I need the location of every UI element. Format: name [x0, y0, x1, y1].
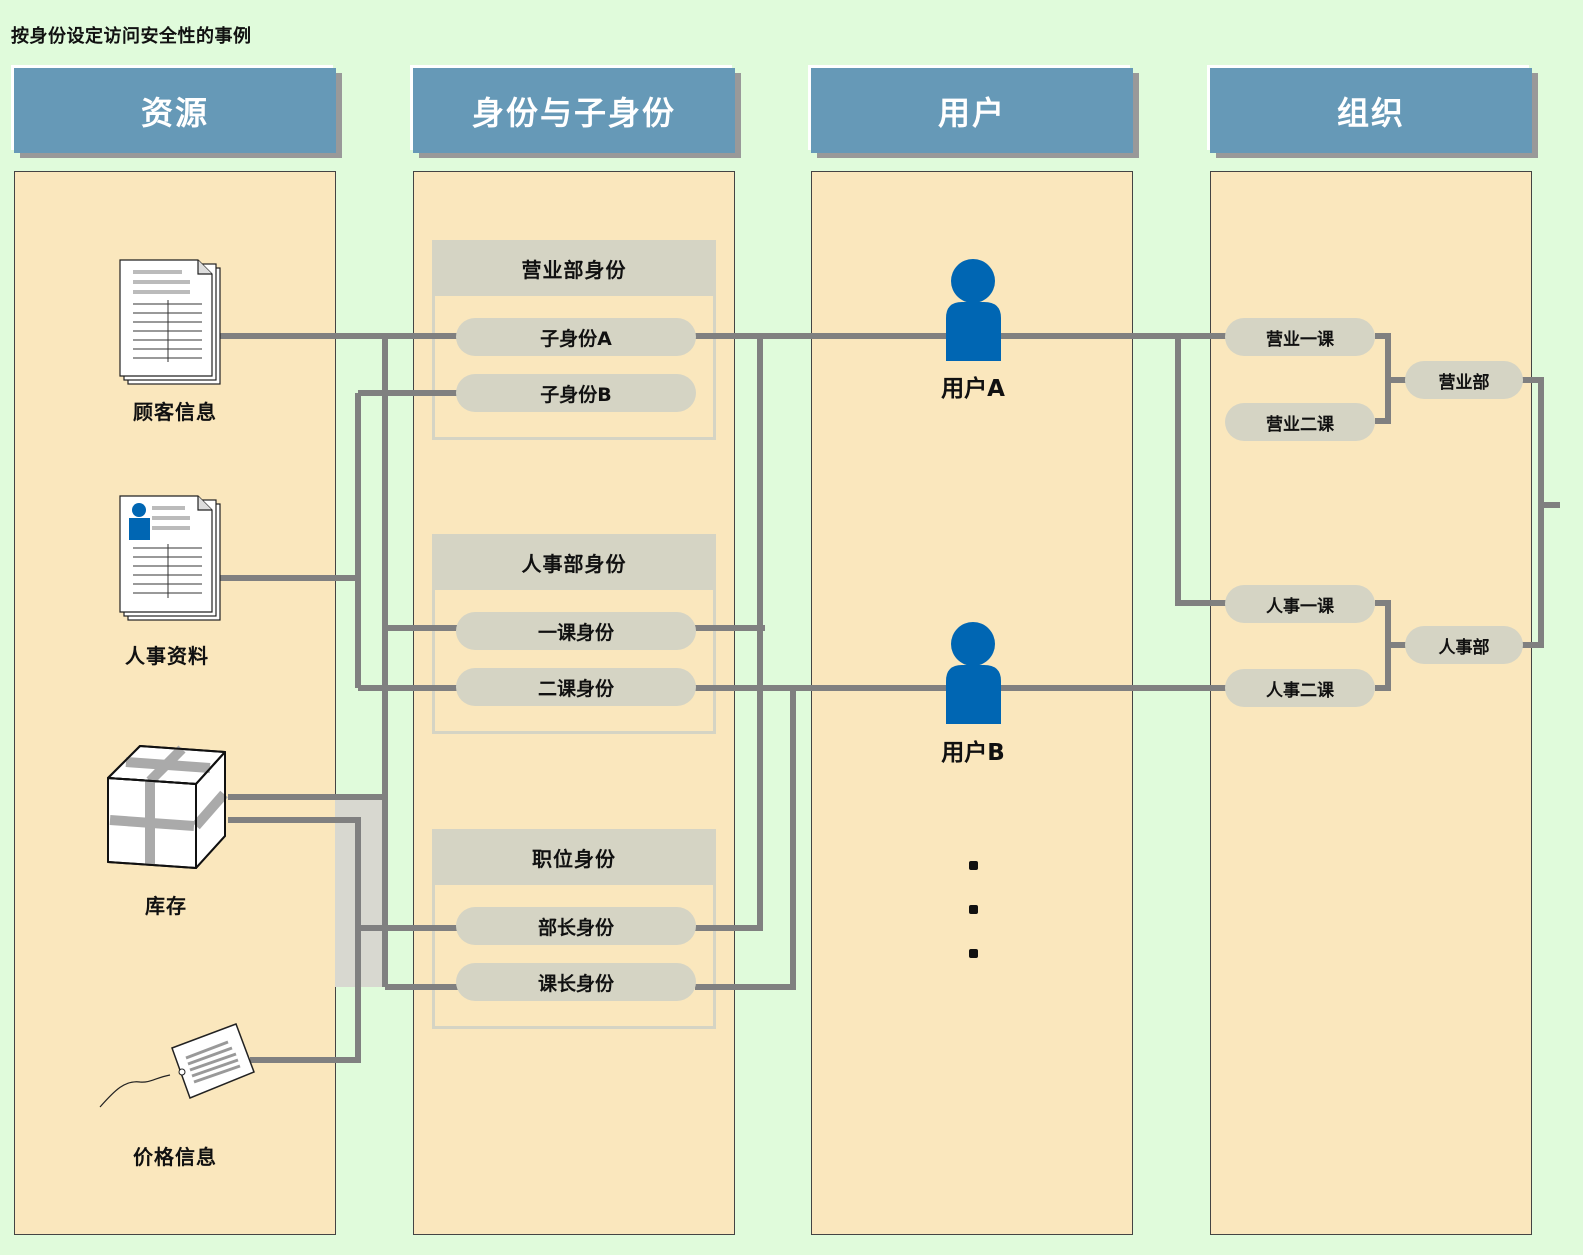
header-users: 用户 [811, 68, 1133, 153]
user-a-label: 用户A [941, 376, 1005, 402]
more-users-ellipsis [969, 861, 978, 958]
role-sub-a: 子身份A [456, 318, 696, 356]
page-title: 按身份设定访问安全性的事例 [11, 26, 252, 47]
role-department-head: 部长身份 [456, 907, 696, 945]
role-group-sales-title: 营业部身份 [432, 240, 716, 296]
org-sales-section-1: 营业一课 [1225, 318, 1375, 356]
resource-inventory: 库存 [145, 894, 187, 918]
resource-price-info: 价格信息 [133, 1145, 217, 1169]
role-section-two: 二课身份 [456, 668, 696, 706]
org-hr-department: 人事部 [1405, 626, 1523, 664]
header-organization: 组织 [1210, 68, 1532, 153]
resource-hr-data: 人事资料 [125, 644, 209, 668]
header-resources: 资源 [14, 68, 336, 153]
user-b-label: 用户B [941, 740, 1005, 766]
document-icon [119, 259, 221, 385]
resource-customer-info: 顾客信息 [133, 400, 217, 424]
role-sub-b: 子身份B [456, 374, 696, 412]
org-hr-section-1: 人事一课 [1225, 585, 1375, 623]
org-sales-department: 营业部 [1405, 361, 1523, 399]
header-roles: 身份与子身份 [413, 68, 735, 153]
org-sales-section-2: 营业二课 [1225, 403, 1375, 441]
role-group-position-title: 职位身份 [432, 829, 716, 885]
role-section-one: 一课身份 [456, 612, 696, 650]
role-section-head: 课长身份 [456, 963, 696, 1001]
box-icon [107, 745, 228, 869]
price-tag-icon [99, 1023, 255, 1108]
org-hr-section-2: 人事二课 [1225, 669, 1375, 707]
role-group-hr-title: 人事部身份 [432, 534, 716, 590]
user-a-icon [946, 259, 1001, 361]
user-b-icon [946, 622, 1001, 724]
hr-document-icon [119, 495, 221, 621]
